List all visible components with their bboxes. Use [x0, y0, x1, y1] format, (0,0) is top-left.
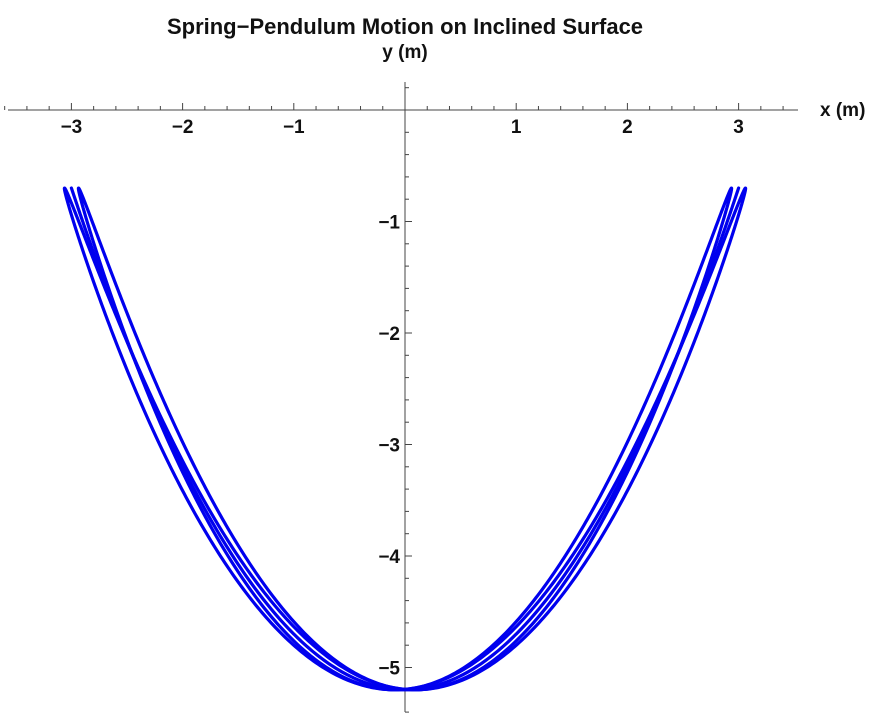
- x-tick-label: 1: [511, 117, 522, 138]
- x-axis-label: x (m): [820, 100, 865, 121]
- axis-ticks: [4, 87, 784, 713]
- chart-title: Spring−Pendulum Motion on Inclined Surfa…: [167, 14, 643, 39]
- y-axis-label: y (m): [382, 42, 427, 63]
- plot-series: [62, 186, 748, 692]
- x-tick-label: 3: [733, 117, 744, 138]
- y-tick-label: −2: [378, 324, 400, 345]
- y-tick-label: −1: [378, 213, 400, 234]
- y-tick-label: −5: [378, 659, 400, 680]
- y-tick-label: −3: [378, 436, 400, 457]
- x-tick-label: −2: [172, 117, 194, 138]
- tick-labels: −3 −2 −1 1 2 3 −1 −2 −3 −4 −5: [61, 117, 744, 680]
- y-tick-label: −4: [378, 547, 400, 568]
- x-tick-label: 2: [622, 117, 633, 138]
- x-tick-label: −1: [283, 117, 305, 138]
- x-tick-label: −3: [61, 117, 83, 138]
- trajectory-line: [62, 186, 748, 692]
- axes: [8, 82, 798, 712]
